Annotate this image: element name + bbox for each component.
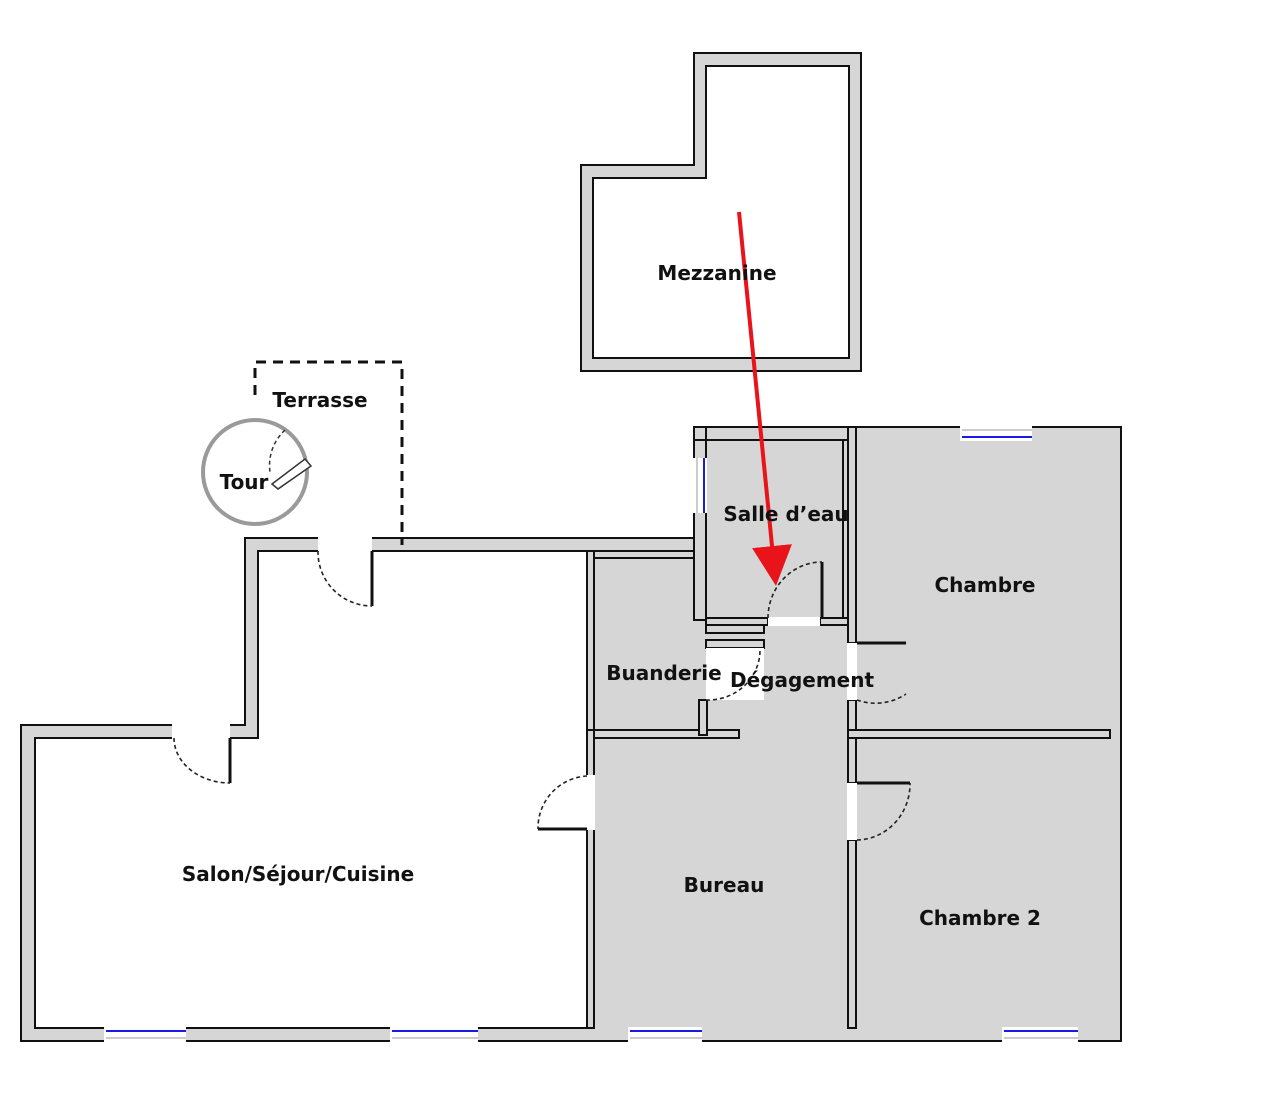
mezzanine-walls bbox=[580, 52, 862, 372]
label-tour: Tour bbox=[220, 470, 269, 494]
label-bureau: Bureau bbox=[684, 873, 765, 897]
label-salon: Salon/Séjour/Cuisine bbox=[182, 862, 414, 886]
label-salle-eau: Salle d’eau bbox=[723, 502, 848, 526]
label-chambre2: Chambre 2 bbox=[919, 906, 1041, 930]
tower-stair bbox=[201, 418, 313, 526]
red-arrow bbox=[737, 211, 792, 586]
label-buanderie: Buanderie bbox=[606, 661, 721, 685]
label-mezzanine: Mezzanine bbox=[657, 261, 776, 285]
label-terrasse: Terrasse bbox=[272, 388, 367, 412]
label-chambre: Chambre bbox=[935, 573, 1036, 597]
label-degagement: Dégagement bbox=[730, 668, 875, 692]
apartment-walls bbox=[20, 426, 1122, 1042]
terrasse-outline bbox=[253, 360, 404, 545]
windows bbox=[104, 426, 1078, 1042]
